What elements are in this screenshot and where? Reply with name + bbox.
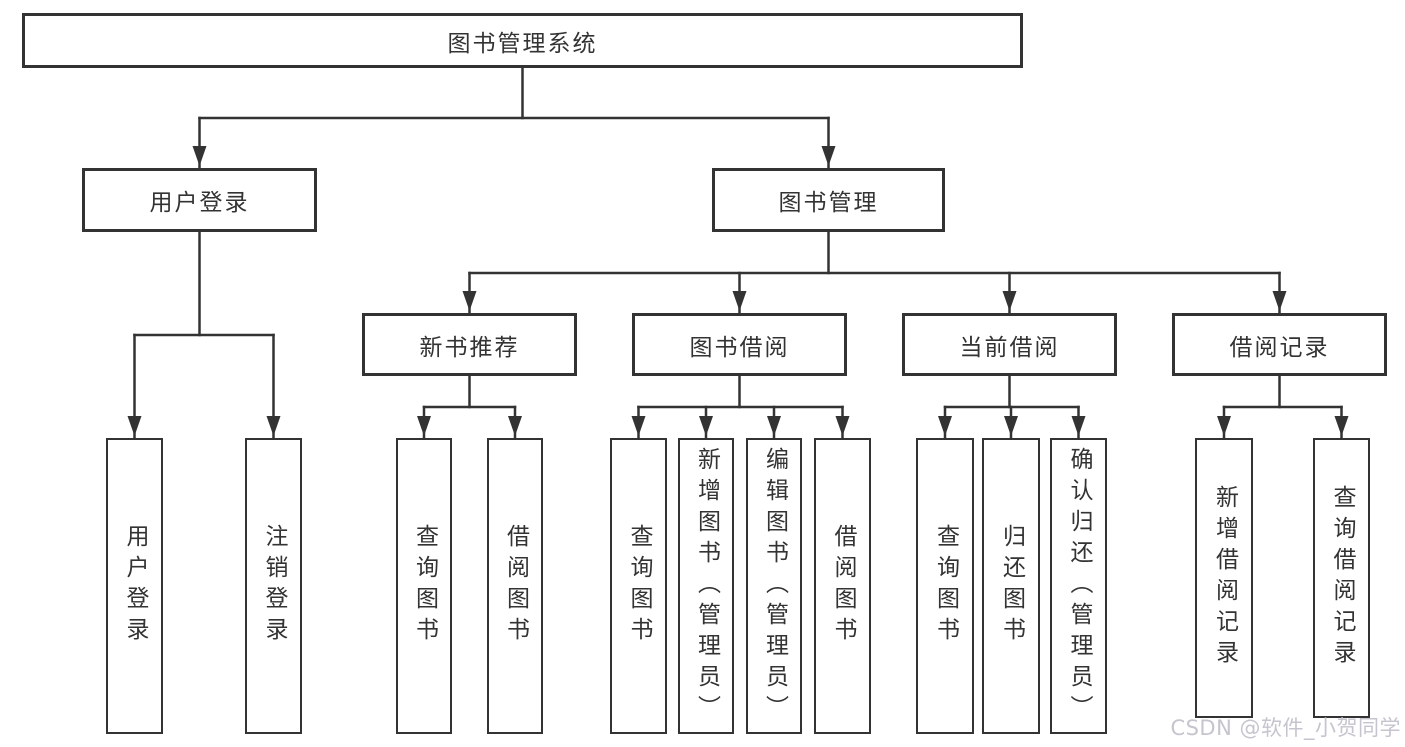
- node-rec-query-book: 查询图书: [396, 438, 452, 734]
- node-label-borrow-records: 借阅记录: [1229, 334, 1330, 361]
- connector-book-borrow-to-bb-add-book-arrow-down-icon: [699, 416, 713, 436]
- node-label-bb-edit-book: 编辑图书（管理员）: [761, 446, 788, 726]
- connector-user-login-to-logout-arrow-down-icon: [266, 416, 281, 436]
- node-label-br-add-record: 新增借阅记录: [1211, 485, 1238, 671]
- node-label-root: 图书管理系统: [447, 30, 598, 57]
- node-cb-confirm-return: 确认归还（管理员）: [1050, 438, 1107, 734]
- node-login: 用户登录: [106, 438, 163, 734]
- node-label-bb-add-book: 新增图书（管理员）: [693, 446, 720, 726]
- node-label-user-login: 用户登录: [149, 190, 250, 216]
- node-label-rec-borrow-book: 借阅图书: [502, 524, 529, 648]
- node-bb-query-book: 查询图书: [610, 438, 667, 734]
- connector-book-borrow-to-bb-borrow-book-arrow-down-icon: [835, 416, 850, 436]
- node-user-login: 用户登录: [82, 168, 317, 232]
- connector-user-login-to-login-arrow-down-icon: [127, 416, 142, 436]
- node-bb-add-book: 新增图书（管理员）: [678, 438, 734, 734]
- node-label-bb-borrow-book: 借阅图书: [830, 524, 856, 648]
- node-bb-edit-book: 编辑图书（管理员）: [746, 438, 802, 734]
- connector-book-mgmt-to-new-book-rec-arrow-down-icon: [462, 291, 477, 311]
- connector-new-book-rec-to-rec-borrow-book-arrow-down-icon: [508, 416, 522, 436]
- node-borrow-records: 借阅记录: [1172, 313, 1387, 376]
- node-label-book-borrow: 图书借阅: [689, 334, 790, 361]
- node-label-logout: 注销登录: [261, 524, 287, 648]
- node-br-query-record: 查询借阅记录: [1313, 438, 1370, 718]
- watermark: CSDN @软件_小贺同学: [1170, 716, 1401, 740]
- node-new-book-rec: 新书推荐: [362, 313, 577, 376]
- connector-new-book-rec-to-rec-query-book-arrow-down-icon: [417, 416, 431, 436]
- connector-book-mgmt-to-current-borrow-arrow-down-icon: [1002, 291, 1017, 311]
- node-current-borrow: 当前借阅: [902, 313, 1117, 376]
- node-label-cb-query-book: 查询图书: [932, 524, 959, 648]
- node-label-rec-query-book: 查询图书: [411, 524, 438, 648]
- node-book-borrow: 图书借阅: [632, 313, 847, 376]
- connector-borrow-records-to-br-add-record-arrow-down-icon: [1217, 416, 1231, 436]
- connector-root-to-user-login-arrow-down-icon: [192, 146, 207, 166]
- node-label-current-borrow: 当前借阅: [959, 334, 1060, 361]
- node-label-br-query-record: 查询借阅记录: [1329, 485, 1355, 671]
- node-rec-borrow-book: 借阅图书: [487, 438, 543, 734]
- node-bb-borrow-book: 借阅图书: [814, 438, 871, 734]
- node-label-new-book-rec: 新书推荐: [419, 334, 520, 361]
- node-label-book-mgmt: 图书管理: [778, 190, 879, 216]
- node-label-bb-query-book: 查询图书: [626, 524, 652, 648]
- node-label-cb-return-book: 归还图书: [998, 524, 1025, 648]
- node-label-cb-confirm-return: 确认归还（管理员）: [1066, 446, 1092, 726]
- connector-borrow-records-to-br-query-record-arrow-down-icon: [1334, 416, 1349, 436]
- connector-book-mgmt-to-book-borrow-arrow-down-icon: [732, 291, 747, 311]
- connector-current-borrow-to-cb-query-book-arrow-down-icon: [938, 416, 952, 436]
- connector-book-mgmt-to-borrow-records-arrow-down-icon: [1272, 291, 1287, 311]
- node-label-login: 用户登录: [122, 524, 148, 648]
- node-cb-return-book: 归还图书: [982, 438, 1040, 734]
- connector-current-borrow-to-cb-return-book-arrow-down-icon: [1004, 416, 1018, 436]
- node-br-add-record: 新增借阅记录: [1195, 438, 1253, 718]
- node-book-mgmt: 图书管理: [712, 168, 945, 232]
- node-logout: 注销登录: [245, 438, 302, 734]
- node-root: 图书管理系统: [22, 13, 1023, 68]
- connector-root-to-book-mgmt-arrow-down-icon: [821, 146, 836, 166]
- node-cb-query-book: 查询图书: [916, 438, 974, 734]
- connector-book-borrow-to-bb-edit-book-arrow-down-icon: [767, 416, 781, 436]
- connector-book-borrow-to-bb-query-book-arrow-down-icon: [631, 416, 646, 436]
- connector-current-borrow-to-cb-confirm-return-arrow-down-icon: [1071, 416, 1086, 436]
